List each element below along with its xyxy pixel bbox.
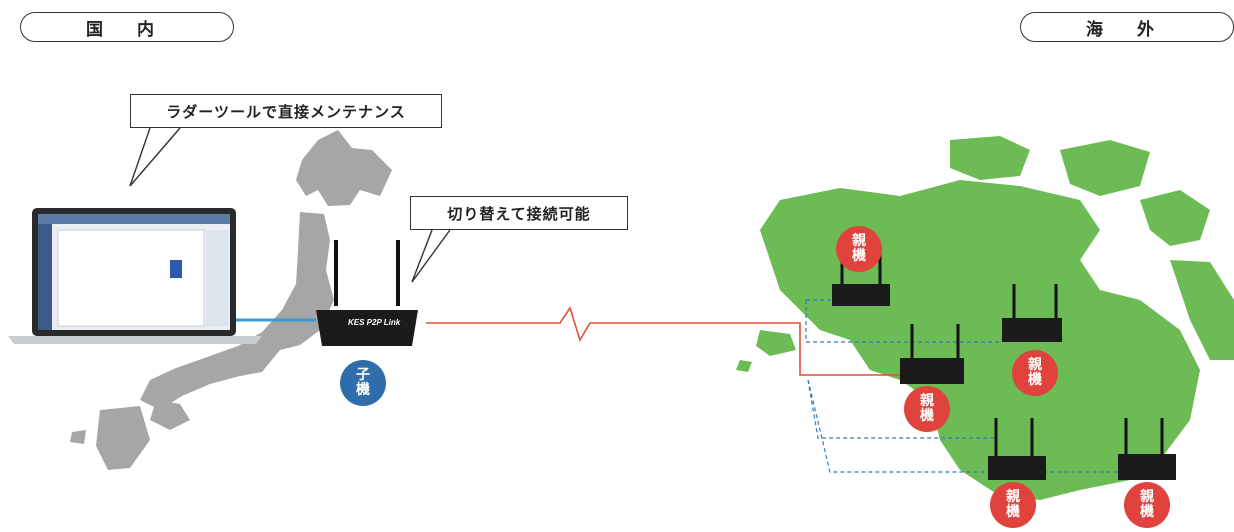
callout-switchable: 切り替えて接続可能 xyxy=(410,196,628,230)
badge-char: 機 xyxy=(1006,504,1020,520)
badge-char: 親 xyxy=(852,233,866,249)
badge-parent-5: 親 機 xyxy=(1124,482,1170,528)
badge-parent-3: 親 機 xyxy=(904,386,950,432)
region-label-overseas: 海 外 xyxy=(1020,12,1234,42)
badge-char: 親 xyxy=(1028,357,1042,373)
parent-device-5 xyxy=(1118,418,1176,480)
badge-char: 子 xyxy=(356,367,370,383)
badge-char: 機 xyxy=(1140,504,1154,520)
region-label-domestic: 国 内 xyxy=(20,12,234,42)
badge-char: 親 xyxy=(920,393,934,409)
parent-device-4 xyxy=(988,418,1046,480)
badge-parent-2: 親 機 xyxy=(1012,350,1058,396)
parent-device-2 xyxy=(1002,284,1062,342)
callout-ladder-tail xyxy=(129,127,181,187)
child-device: KES P2P Link xyxy=(316,240,418,346)
badge-char: 機 xyxy=(852,248,866,264)
japan-map xyxy=(70,130,392,470)
badge-parent-1: 親 機 xyxy=(836,226,882,272)
child-device-label: KES P2P Link xyxy=(348,318,401,327)
badge-parent-4: 親 機 xyxy=(990,482,1036,528)
badge-char: 機 xyxy=(1028,372,1042,388)
badge-char: 親 xyxy=(1140,489,1154,505)
overseas-map xyxy=(736,136,1234,500)
callout-ladder-maintenance: ラダーツールで直接メンテナンス xyxy=(130,94,442,128)
badge-child: 子 機 xyxy=(340,360,386,406)
badge-char: 機 xyxy=(356,382,370,398)
callout-switch-tail xyxy=(411,229,451,283)
laptop xyxy=(8,208,262,344)
parent-device-3 xyxy=(900,324,964,384)
badge-char: 機 xyxy=(920,408,934,424)
badge-char: 親 xyxy=(1006,489,1020,505)
p2p-connection-line xyxy=(426,306,905,376)
